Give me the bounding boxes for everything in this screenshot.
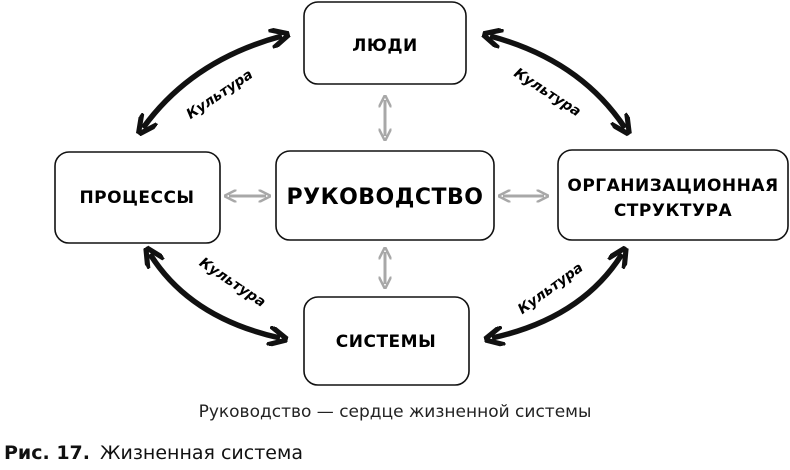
culture-arrow-top-right [490, 36, 625, 128]
node-org-structure-line2: СТРУКТУРА [614, 201, 733, 221]
node-org-structure: ОРГАНИЗАЦИОННАЯ СТРУКТУРА [557, 149, 789, 241]
node-people: ЛЮДИ [303, 1, 467, 85]
culture-arrows [143, 36, 625, 338]
culture-arrow-bottom-right [492, 254, 622, 338]
node-leadership: РУКОВОДСТВО [275, 150, 495, 241]
figure-caption: Рис. 17. Жизненная система [4, 442, 303, 464]
node-processes: ПРОЦЕССЫ [54, 151, 221, 244]
culture-arrow-bottom-left [150, 254, 280, 338]
node-people-label: ЛЮДИ [352, 36, 417, 56]
diagram-caption: Руководство — сердце жизненной системы [198, 402, 592, 422]
figure-number: Рис. 17. [4, 442, 90, 464]
node-processes-label: ПРОЦЕССЫ [79, 188, 194, 208]
culture-label-bottom-right: Культура [515, 260, 586, 318]
culture-label-bottom-left: Культура [196, 255, 268, 311]
node-systems: СИСТЕМЫ [303, 296, 470, 386]
node-org-structure-line1: ОРГАНИЗАЦИОННАЯ [567, 176, 778, 196]
node-systems-label: СИСТЕМЫ [336, 332, 436, 352]
leadership-links [229, 100, 544, 284]
node-leadership-label: РУКОВОДСТВО [287, 185, 484, 210]
culture-arrow-top-left [143, 36, 282, 128]
figure-title: Жизненная система [100, 442, 303, 464]
